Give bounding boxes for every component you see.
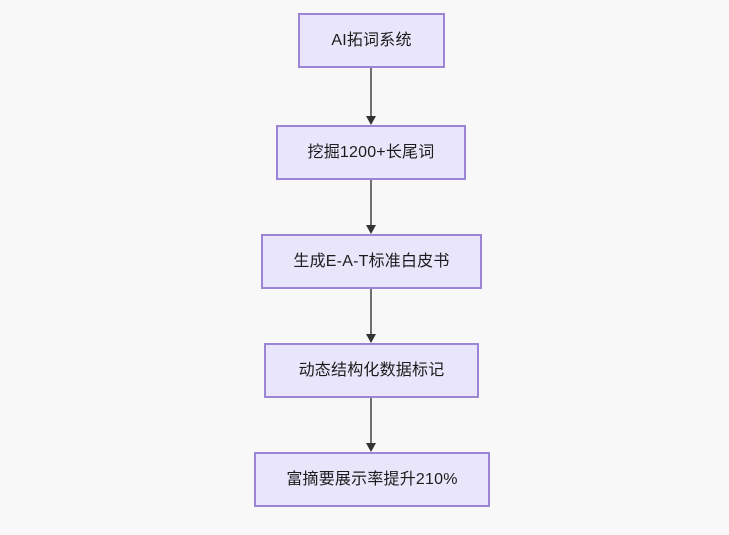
connector-node3-node4 [363,289,379,343]
flow-node-generate-eat-whitepaper[interactable]: 生成E-A-T标准白皮书 [261,234,482,289]
flow-node-mine-longtail-keywords[interactable]: 挖掘1200+长尾词 [276,125,466,180]
connector-node4-node5 [363,398,379,452]
connector-node2-node3 [363,180,379,234]
connector-node1-node2 [363,68,379,125]
flow-node-label: 生成E-A-T标准白皮书 [293,252,450,270]
flow-node-rich-snippet-impression-lift[interactable]: 富摘要展示率提升210% [254,452,490,507]
flow-node-label: 富摘要展示率提升210% [286,470,458,488]
flow-node-dynamic-structured-data-markup[interactable]: 动态结构化数据标记 [264,343,479,398]
flow-node-label: 挖掘1200+长尾词 [307,143,435,161]
flow-node-ai-keyword-system[interactable]: AI拓词系统 [298,13,445,68]
flow-node-label: 动态结构化数据标记 [298,361,445,379]
flow-node-label: AI拓词系统 [331,31,412,49]
